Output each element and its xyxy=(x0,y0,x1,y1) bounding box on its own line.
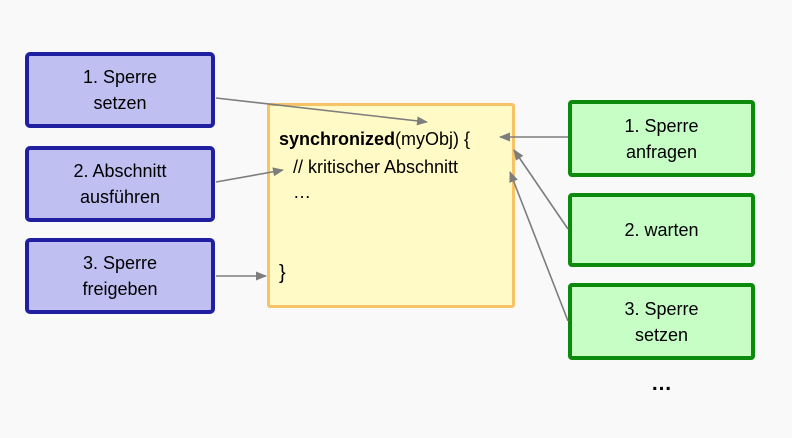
right-box-sperre-anfragen-line2: anfragen xyxy=(625,141,698,162)
connection-arrow xyxy=(509,171,569,322)
left-box-abschnitt-ausfuehren: 2. Abschnitt ausführen xyxy=(25,146,215,222)
code-line-comment: // kritischer Abschnitt xyxy=(293,157,459,177)
left-box-abschnitt-ausfuehren-line1: 2. Abschnitt xyxy=(73,161,167,181)
left-box-sperre-setzen: 1. Sperre setzen xyxy=(25,52,215,128)
code-line-ellipsis: … xyxy=(293,182,311,202)
left-box-abschnitt-ausfuehren-line2: ausführen xyxy=(79,187,161,207)
right-box-sperre-setzen-line1: 3. Sperre xyxy=(624,298,699,319)
bottom-ellipsis: … xyxy=(651,372,672,395)
left-box-sperre-setzen-line2: setzen xyxy=(93,93,147,113)
right-box-warten: 2. warten xyxy=(568,193,755,267)
code-keyword-synchronized: synchronized xyxy=(279,129,396,149)
left-box-sperre-setzen-line1: 1. Sperre xyxy=(82,67,158,87)
right-box-sperre-setzen: 3. Sperre setzen xyxy=(568,283,755,360)
code-line1-rest: (myObj) { xyxy=(395,129,471,149)
left-box-sperre-freigeben-line1: 3. Sperre xyxy=(82,253,158,273)
code-line-closing-brace: } xyxy=(279,262,286,284)
right-box-sperre-anfragen-line1: 1. Sperre xyxy=(624,115,699,136)
right-box-sperre-anfragen: 1. Sperre anfragen xyxy=(568,100,755,177)
left-box-sperre-freigeben-line2: freigeben xyxy=(82,279,158,299)
code-line-synchronized: synchronized(myObj) { xyxy=(279,129,470,150)
code-box: synchronized(myObj) { // kritischer Absc… xyxy=(267,103,515,308)
right-box-sperre-setzen-line2: setzen xyxy=(634,324,689,345)
left-box-sperre-freigeben: 3. Sperre freigeben xyxy=(25,238,215,314)
right-box-warten-line1: 2. warten xyxy=(624,220,699,240)
connection-arrow xyxy=(513,149,569,230)
